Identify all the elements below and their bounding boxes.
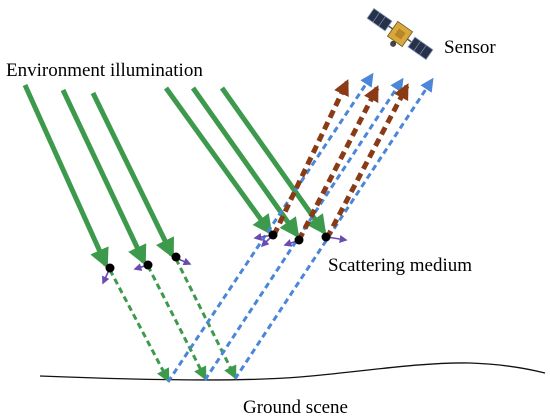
illumination-ray [90, 91, 175, 259]
ground-surface-line [39, 362, 546, 381]
illumination-ray [190, 86, 300, 239]
reflected-ray [203, 77, 404, 381]
scattering-medium-label: Scattering medium [328, 255, 472, 276]
reflected-ray [233, 77, 434, 380]
reflected-rays [166, 72, 434, 383]
path-radiance-rays [271, 79, 410, 242]
transmitted-ray [146, 265, 207, 381]
satellite-icon [366, 7, 434, 61]
particle [321, 232, 331, 242]
side-scatter-arrows [102, 233, 348, 285]
ground-scene-label: Ground scene [243, 397, 348, 418]
reflected-ray [166, 72, 374, 383]
environment-illumination-label: Environment illumination [6, 60, 203, 81]
particle [268, 230, 278, 240]
illumination-ray [163, 86, 273, 236]
path-radiance-ray [271, 79, 350, 237]
sensor-label: Sensor [444, 37, 496, 58]
illumination-rays [22, 83, 327, 269]
illumination-ray [219, 86, 327, 236]
particle [294, 235, 304, 245]
illumination-ray [60, 88, 147, 266]
scattering-particles [105, 230, 331, 273]
particle [171, 252, 181, 262]
transmitted-rays [108, 258, 237, 383]
path-radiance-ray [296, 85, 380, 242]
particle [143, 260, 153, 270]
transmitted-ray [108, 269, 170, 383]
illumination-ray [22, 83, 109, 269]
path-radiance-ray [324, 83, 410, 240]
particle [105, 263, 115, 273]
transmitted-ray [174, 258, 237, 380]
